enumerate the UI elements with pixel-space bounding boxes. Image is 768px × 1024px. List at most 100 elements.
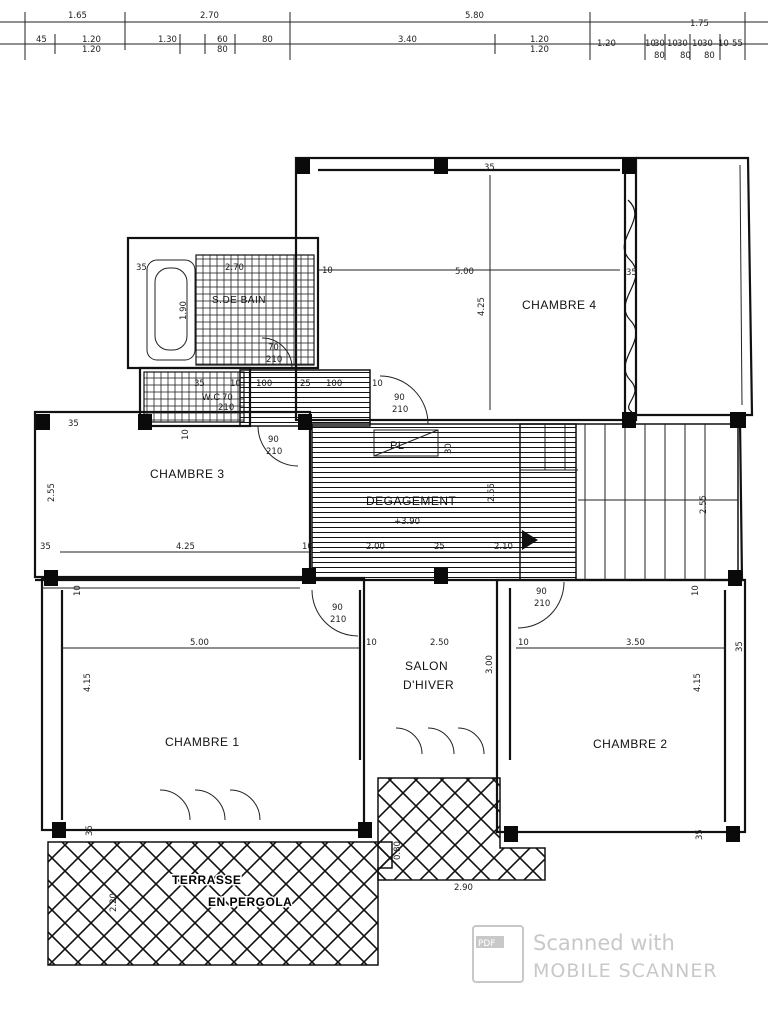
dim-door-210: 210 [266,355,282,365]
dim-4-15-r: 4.15 [693,673,703,692]
dim-top-5-80: 5.80 [465,11,484,21]
dim-r2-1-30: 1.30 [158,35,177,45]
dim-2-55-m: 2.55 [487,483,497,502]
dim-r2b-80a: 80 [654,51,665,61]
label-chambre1: CHAMBRE 1 [165,735,240,749]
dim-r2-1-20: 1.20 [82,35,101,45]
degagement-floor-hatch [311,423,577,581]
dim-10-mid: 10 [302,542,313,552]
dim-r2-10b: 10 [667,39,678,49]
dim-3-50: 3.50 [626,638,645,648]
label-wc: W.C [202,392,221,402]
dim-10-ch2: 10 [518,638,529,648]
dim-r2-10c: 10 [692,39,703,49]
dim-2-10: 2.10 [494,542,513,552]
dim-r2-10a: 10 [645,39,656,49]
dim-2-90: 2.90 [454,883,473,893]
dim-35-ch3: 35 [68,419,79,429]
dim-wc-100a: 100 [256,379,272,389]
dim-r2-30a: 30 [654,39,665,49]
dim-3-00: 3.00 [485,655,495,674]
watermark-line2: MOBILE SCANNER [533,960,718,982]
wc-tile [143,371,245,423]
dim-2-50: 2.50 [430,638,449,648]
label-degagement-level: +3.90 [394,517,420,527]
dim-35-c: 35 [136,263,147,273]
inner-dimensions: 5.00 4.25 10 35 35 2.70 35 1.90 70 210 3… [40,163,745,912]
top-dimension-chain: 1.65 2.70 5.80 1.75 45 1.20 1.20 1.30 60… [0,11,768,61]
dim-r2-1-20b: 1.20 [530,35,549,45]
dim-4-25-h: 4.25 [176,542,195,552]
dim-wc-10: 10 [230,379,241,389]
label-salon-1: SALON [405,659,448,673]
dim-r2b-1-20: 1.20 [82,45,101,55]
dim-r2b-80: 80 [217,45,228,55]
label-salon-2: D'HIVER [403,678,454,692]
label-terrasse-1: TERRASSE [172,873,241,887]
door-swings [159,337,565,821]
dim-4-15-l: 4.15 [83,673,93,692]
dim-r2-60: 60 [217,35,228,45]
dim-door-210-a: 210 [392,405,408,415]
dim-10-ch1: 10 [73,585,83,596]
dim-2-55-l: 2.55 [47,483,57,502]
dim-5-00-top: 5.00 [455,267,474,277]
dim-35-b2: 35 [695,829,705,840]
salon-terrace [377,777,546,881]
dim-door-90-c: 90 [332,603,343,613]
dim-door-210-d: 210 [534,599,550,609]
dim-wc-70: 70 [222,393,233,403]
dim-r2-30c: 30 [702,39,713,49]
dim-10-a: 10 [322,266,333,276]
watermark-line1: Scanned with [533,931,675,955]
dim-5-00-ch1: 5.00 [190,638,209,648]
dim-2-00: 2.00 [366,542,385,552]
dim-door-90-a: 90 [394,393,405,403]
label-chambre3: CHAMBRE 3 [150,467,225,481]
dim-top-1-75: 1.75 [690,19,709,29]
dim-r2-45: 45 [36,35,47,45]
dim-wc-100b: 100 [326,379,342,389]
pl-box [373,429,439,457]
dim-door-210-c: 210 [330,615,346,625]
sdb-tile [195,254,315,366]
dim-door-70: 70 [268,343,279,353]
dim-35-l2: 35 [40,542,51,552]
dim-wc-210: 210 [218,403,234,413]
dim-r2-30b: 30 [677,39,688,49]
dim-r2-3-40: 3.40 [398,35,417,45]
dim-2-55-r: 2.55 [699,495,709,514]
label-chambre4: CHAMBRE 4 [522,298,597,312]
dim-r2-80: 80 [262,35,273,45]
staircase [519,423,739,581]
dim-r2-55: 55 [732,39,743,49]
dim-2-70: 2.70 [225,263,244,273]
dim-top-2-70: 2.70 [200,11,219,21]
dim-10-ch3: 10 [181,429,191,440]
wall-chambre1 [40,576,366,832]
dim-35-a: 35 [484,163,495,173]
dim-wc-25: 25 [300,379,311,389]
dim-r2b-1-20b: 1.20 [530,45,549,55]
dim-door-90-b: 90 [268,435,279,445]
dim-10-r: 10 [691,585,701,596]
dim-door-210-b: 210 [266,447,282,457]
dim-30: 30 [444,443,454,454]
dim-4-25-v: 4.25 [477,297,487,316]
watermark-badge: PDF [478,939,496,949]
dim-door-90-d: 90 [536,587,547,597]
dim-r2-10d: 10 [718,39,729,49]
label-chambre2: CHAMBRE 2 [593,737,668,751]
dim-wc-35: 35 [194,379,205,389]
pdf-document-icon [472,925,524,983]
dim-r2b-80c: 80 [704,51,715,61]
curtain-scribble [623,199,637,413]
dim-35-b: 35 [626,268,637,278]
dim-10-salon: 10 [366,638,377,648]
dim-0-80: 0.80 [393,841,403,860]
dim-35-b1: 35 [85,825,95,836]
dim-35-ch2: 35 [735,641,745,652]
pillars [36,158,746,842]
label-degagement: DEGAGEMENT [366,494,457,508]
